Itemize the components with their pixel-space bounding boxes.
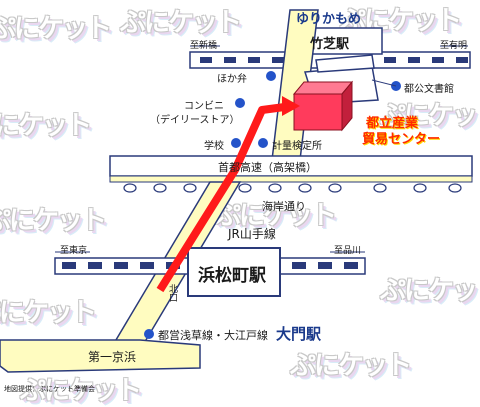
to-ariake-label: 至有明 <box>440 41 468 51</box>
watermark-logo: ぷにケット <box>380 276 480 306</box>
daimon-marker <box>144 329 154 339</box>
school-marker <box>231 138 241 148</box>
watermark-logo: ぷにケット <box>0 298 97 328</box>
map-credit: 地図提供：ぷにケット準備会 <box>4 385 95 393</box>
archives-building-annex <box>315 54 375 73</box>
watermark-logo: ぷにケット <box>120 8 242 38</box>
convenience-label-2: （デイリーストア） <box>150 115 240 126</box>
daiichi-keihin-label: 第一京浜 <box>88 350 137 364</box>
to-tokyo-label: 至東京 <box>60 246 88 256</box>
venue-label-2: 貿易センター <box>362 132 441 147</box>
school-label: 学校 <box>204 141 224 152</box>
jr-line-label: JR山手線 <box>228 227 276 241</box>
bento-label: ほか弁 <box>217 74 247 85</box>
north-exit-label: 北口 <box>167 284 177 302</box>
watermark-logo: ぷにケット <box>215 201 337 231</box>
watermark-logo: ぷにケット <box>0 14 112 44</box>
inspection-label: 計量検定所 <box>272 141 322 152</box>
direction-ticks <box>55 45 468 253</box>
daimon-station-label: 大門駅 <box>276 325 322 343</box>
watermark-logo: ぷにケット <box>380 101 480 131</box>
walking-route <box>156 102 293 293</box>
hamamatsucho-station-label: 浜松町駅 <box>198 266 266 286</box>
kaigan-label: 海岸通り <box>262 200 306 213</box>
expressway-label: 首都高速（高架橋） <box>218 161 317 174</box>
to-shinbashi-label: 至新橋 <box>190 41 218 51</box>
watermark-logo: ぷにケット <box>290 351 412 381</box>
watermark-logo: ぷにケット <box>0 111 92 141</box>
subway-line-label: 都営浅草線・大江戸線 <box>158 329 268 342</box>
venue-label-1: 都立産業 <box>366 116 419 131</box>
route-arrowhead <box>282 96 300 116</box>
venue-building <box>292 80 354 132</box>
library-leader <box>371 79 397 87</box>
daiichi-keihin-road <box>0 339 201 373</box>
bento-marker <box>266 71 276 81</box>
convenience-label-1: コンビニ <box>184 101 224 112</box>
expressway <box>109 155 473 193</box>
watermark-logo: ぷにケット <box>20 376 142 406</box>
watermark-logo: ぷにケット <box>0 206 107 236</box>
poi-markers <box>144 71 401 339</box>
takeshiba-station-label: 竹芝駅 <box>310 37 350 52</box>
to-shinagawa-label: 至品川 <box>334 246 362 256</box>
library-label: 都公文書館 <box>404 84 454 95</box>
convenience-marker <box>235 98 245 108</box>
hamamatsucho-station-building <box>187 247 281 297</box>
inspection-marker <box>258 138 268 148</box>
yurikamome-label: ゆりかもめ <box>296 12 362 27</box>
